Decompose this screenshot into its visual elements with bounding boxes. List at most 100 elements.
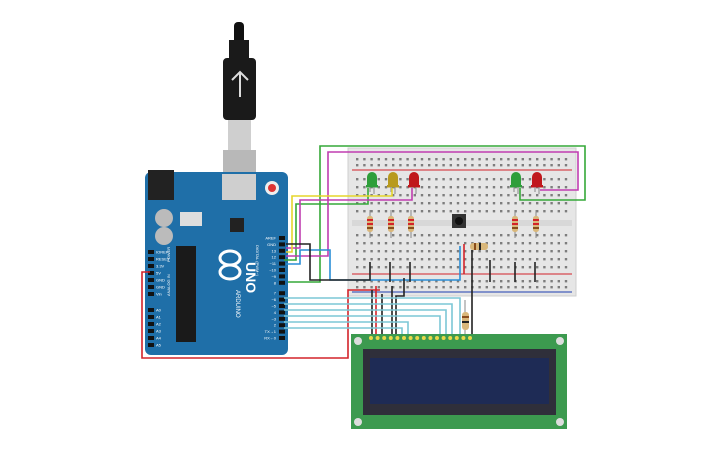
analog-pin[interactable] <box>148 322 154 326</box>
power-pin[interactable] <box>148 257 154 261</box>
digital-pin[interactable] <box>279 268 285 272</box>
breadboard-hole <box>550 202 553 205</box>
digital-pin[interactable] <box>279 255 285 260</box>
lcd-pin[interactable] <box>454 336 459 340</box>
digital-pin[interactable] <box>279 236 285 240</box>
lcd-pin[interactable] <box>415 336 420 340</box>
power-pin[interactable] <box>148 271 154 275</box>
analog-pin[interactable] <box>148 336 154 340</box>
breadboard-hole <box>406 202 409 205</box>
lcd-pin[interactable] <box>395 336 400 340</box>
led[interactable] <box>366 172 378 194</box>
analog-pin[interactable] <box>148 308 154 312</box>
power-jack <box>148 170 174 200</box>
push-button[interactable] <box>452 214 466 228</box>
power-pin[interactable] <box>148 292 154 296</box>
wire-yellow <box>286 188 393 253</box>
resistor[interactable] <box>533 210 539 238</box>
digital-pin[interactable] <box>279 261 285 266</box>
breadboard-hole <box>399 234 402 237</box>
breadboard-hole <box>478 164 481 167</box>
breadboard-hole <box>564 266 568 269</box>
arduino-board[interactable]: UNO ARDUINO DIGITAL (PWM~) ANALOG IN POW… <box>145 170 288 355</box>
breadboard-hole <box>420 242 424 245</box>
breadboard-hole <box>449 286 452 289</box>
breadboard-hole <box>507 194 510 197</box>
lcd-pin[interactable] <box>382 336 387 340</box>
lcd-pin[interactable] <box>468 336 472 340</box>
digital-pin[interactable] <box>279 336 285 340</box>
digital-pin[interactable] <box>279 323 285 328</box>
breadboard-hole <box>543 242 546 245</box>
breadboard-hole <box>557 186 560 189</box>
resistor[interactable] <box>367 210 373 238</box>
breadboard-hole <box>384 186 388 189</box>
breadboard-hole <box>456 266 460 269</box>
digital-pin[interactable] <box>279 297 285 302</box>
power-pin-label: Vin <box>156 292 162 297</box>
resistor[interactable] <box>388 210 394 238</box>
digital-pin[interactable] <box>279 248 285 253</box>
breadboard-hole <box>564 202 568 205</box>
lcd-pin[interactable] <box>448 336 453 340</box>
lcd-resistor <box>462 300 469 336</box>
lcd-pin[interactable] <box>435 336 439 340</box>
breadboard-hole <box>464 280 467 283</box>
breadboard-hole <box>442 242 445 245</box>
breadboard-hole <box>392 202 395 205</box>
power-pin[interactable] <box>148 285 154 289</box>
breadboard-hole <box>507 258 510 261</box>
digital-pin[interactable] <box>279 280 285 285</box>
breadboard-hole <box>442 258 445 261</box>
lcd-pin[interactable] <box>408 336 413 340</box>
breadboard-hole <box>521 266 524 269</box>
resistor[interactable] <box>408 210 414 238</box>
power-pin[interactable] <box>148 250 154 254</box>
breadboard-hole <box>399 258 402 261</box>
lcd-pin[interactable] <box>421 336 426 340</box>
digital-pin[interactable] <box>279 310 285 315</box>
breadboard-hole <box>356 280 359 283</box>
breadboard-hole <box>428 186 431 189</box>
breadboard-hole <box>557 280 560 283</box>
resistor[interactable] <box>512 210 518 238</box>
led[interactable] <box>531 172 543 194</box>
analog-pin[interactable] <box>148 343 154 347</box>
breadboard-hole <box>521 158 524 161</box>
lcd-pin[interactable] <box>375 336 380 340</box>
digital-pin[interactable] <box>279 291 285 296</box>
breadboard-hole <box>406 194 409 197</box>
led[interactable] <box>510 172 522 194</box>
breadboard-hole <box>377 280 380 283</box>
lcd-pin[interactable] <box>428 336 433 340</box>
lcd-pin[interactable] <box>441 336 446 340</box>
wire-cyan <box>284 315 441 336</box>
breadboard-hole <box>536 242 539 245</box>
digital-pin-label: GND <box>267 242 276 247</box>
power-pin[interactable] <box>148 264 154 268</box>
digital-pin[interactable] <box>279 304 285 308</box>
wire-red <box>141 271 380 359</box>
lcd-pin[interactable] <box>402 336 406 340</box>
breadboard-hole <box>356 258 359 261</box>
analog-pin[interactable] <box>148 315 154 319</box>
lcd-pin[interactable] <box>388 336 393 340</box>
breadboard-hole <box>370 158 373 161</box>
digital-pin[interactable] <box>279 316 285 321</box>
breadboard-hole <box>363 164 366 167</box>
lcd-screen <box>370 358 549 404</box>
led[interactable] <box>387 172 399 194</box>
lcd-pin[interactable] <box>461 336 466 340</box>
wire-green <box>288 145 586 283</box>
digital-pin[interactable] <box>279 242 285 247</box>
breadboard-hole <box>557 210 560 213</box>
digital-pin[interactable] <box>279 274 285 279</box>
power-pin[interactable] <box>148 278 154 282</box>
breadboard-hole <box>500 280 503 283</box>
digital-pin[interactable] <box>279 329 285 334</box>
breadboard-hole <box>500 286 503 289</box>
breadboard-hole <box>543 164 546 167</box>
analog-pin[interactable] <box>148 329 154 333</box>
breadboard-hole <box>528 242 532 245</box>
lcd-pin[interactable] <box>369 336 373 340</box>
